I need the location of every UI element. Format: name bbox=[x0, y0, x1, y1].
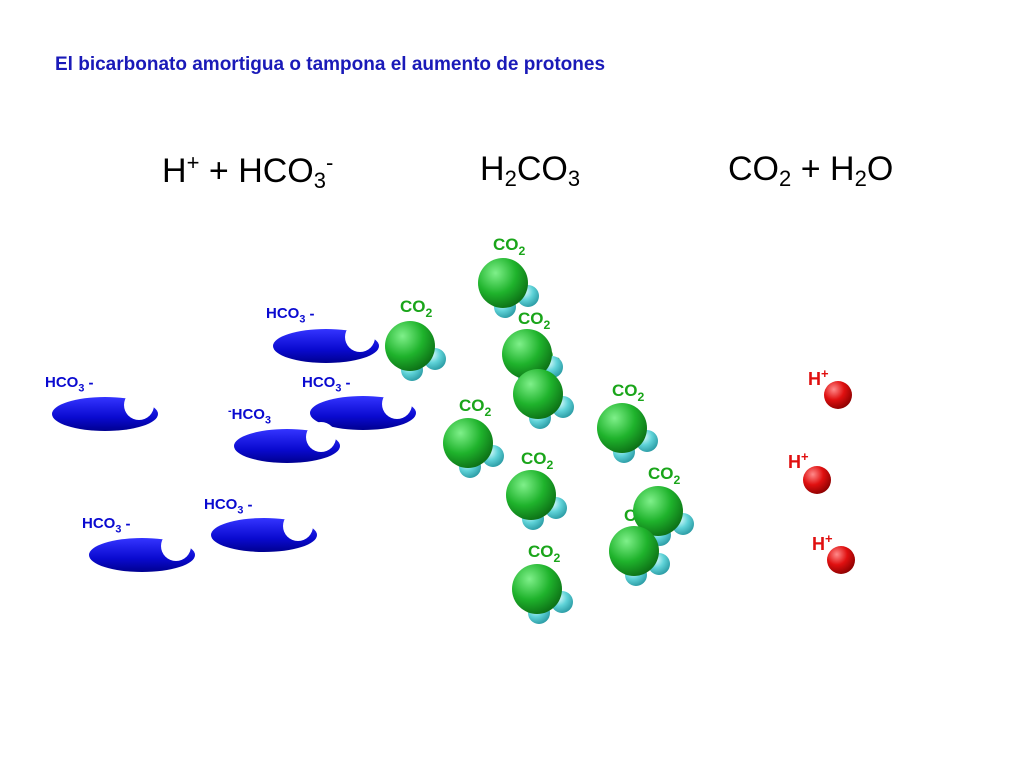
bicarbonate-notch bbox=[306, 422, 336, 452]
co2-label: CO2 bbox=[528, 542, 561, 565]
equation-h2o-h: H bbox=[830, 150, 855, 188]
equation-h2-sub: 2 bbox=[504, 166, 517, 191]
co2-label: CO2 bbox=[493, 235, 526, 258]
bicarbonate-notch bbox=[345, 322, 375, 352]
co2-sphere bbox=[478, 258, 528, 308]
equation-hco: HCO bbox=[238, 152, 314, 190]
equation-h2o-o: O bbox=[866, 150, 894, 188]
equation-h-charge: + bbox=[186, 150, 200, 175]
co2-label: CO2 bbox=[400, 297, 433, 320]
co2-sphere bbox=[385, 321, 435, 371]
co2-molecule: CO2 bbox=[612, 381, 645, 404]
co2-molecule: CO2 bbox=[521, 449, 554, 472]
co2-label: CO2 bbox=[518, 309, 551, 332]
co2-label: CO2 bbox=[612, 381, 645, 404]
co2-molecule: CO2 bbox=[400, 297, 433, 320]
co2-sphere bbox=[443, 418, 493, 468]
bicarbonate-label: HCO3 - bbox=[266, 305, 315, 326]
equation-co3: CO bbox=[516, 150, 568, 188]
bicarbonate-molecule: HCO3 - bbox=[45, 374, 158, 431]
equation-hco-charge: - bbox=[326, 150, 334, 175]
bicarbonate-notch bbox=[124, 390, 154, 420]
co2-label: CO2 bbox=[459, 396, 492, 419]
bicarbonate-label: HCO3 - bbox=[302, 374, 351, 395]
equation-reactants: H+ + HCO3- bbox=[162, 150, 333, 194]
co2-sphere bbox=[513, 369, 563, 419]
proton: H+ bbox=[788, 449, 831, 494]
co2-spheres bbox=[506, 470, 567, 530]
co2-spheres bbox=[512, 564, 573, 624]
proton-label: H+ bbox=[812, 531, 833, 554]
equation-hco-sub: 3 bbox=[313, 168, 326, 193]
co2-spheres bbox=[597, 403, 658, 463]
bicarbonate-molecule: HCO3 - bbox=[266, 305, 379, 363]
co2-spheres bbox=[385, 321, 446, 381]
co2-sphere bbox=[609, 526, 659, 576]
proton-label: H+ bbox=[808, 366, 829, 389]
equation-h: H bbox=[162, 152, 187, 190]
bicarbonate-notch bbox=[382, 389, 412, 419]
equation-co2: CO bbox=[728, 150, 779, 188]
bicarbonate-label: HCO3 - bbox=[204, 496, 253, 517]
equation-h2o-sub: 2 bbox=[854, 166, 867, 191]
bicarbonate-notch bbox=[161, 531, 191, 561]
proton: H+ bbox=[812, 531, 855, 574]
slide-title: El bicarbonato amortigua o tampona el au… bbox=[55, 54, 606, 75]
proton: H+ bbox=[808, 366, 852, 409]
co2-spheres bbox=[633, 486, 694, 546]
proton-label: H+ bbox=[788, 449, 809, 472]
equation-intermediate: H2CO3 bbox=[480, 150, 580, 192]
co2-molecule: CO2 bbox=[528, 542, 561, 565]
bicarbonate-molecule: -HCO3 bbox=[228, 405, 340, 463]
co2-molecule: CO2 bbox=[493, 235, 526, 258]
equation-co2-sub: 2 bbox=[779, 166, 792, 191]
bicarbonate-molecule: HCO3 - bbox=[82, 515, 195, 572]
co2-spheres bbox=[513, 369, 574, 429]
equation-co3-sub: 3 bbox=[567, 166, 581, 191]
bicarbonate-label: HCO3 - bbox=[82, 515, 131, 536]
proton-sphere bbox=[803, 466, 831, 494]
bicarbonate-notch bbox=[283, 511, 313, 541]
bicarbonate-molecule: HCO3 - bbox=[302, 374, 416, 430]
co2-sphere bbox=[512, 564, 562, 614]
co2-molecule: CO2 bbox=[459, 396, 492, 419]
co2-molecule: CO2 bbox=[648, 464, 681, 487]
bicarbonate-molecule: HCO3 - bbox=[204, 496, 317, 552]
co2-spheres bbox=[443, 418, 504, 478]
co2-label: CO2 bbox=[648, 464, 681, 487]
equation-products: CO2 + H2O bbox=[728, 150, 893, 192]
co2-sphere bbox=[502, 329, 552, 379]
co2-molecule: CO2 bbox=[518, 309, 551, 332]
equation-plus-1: + bbox=[208, 152, 229, 190]
proton-sphere bbox=[827, 546, 855, 574]
co2-spheres bbox=[478, 258, 539, 318]
co2-spheres bbox=[609, 526, 670, 586]
co2-label: CO2 bbox=[521, 449, 554, 472]
equation-h2: H bbox=[480, 150, 505, 188]
proton-sphere bbox=[824, 381, 852, 409]
bicarbonate-label: -HCO3 bbox=[228, 405, 271, 427]
bicarbonate-label: HCO3 - bbox=[45, 374, 94, 395]
co2-sphere bbox=[633, 486, 683, 536]
co2-sphere bbox=[597, 403, 647, 453]
co2-sphere bbox=[506, 470, 556, 520]
equation-plus-2: + bbox=[800, 150, 821, 188]
